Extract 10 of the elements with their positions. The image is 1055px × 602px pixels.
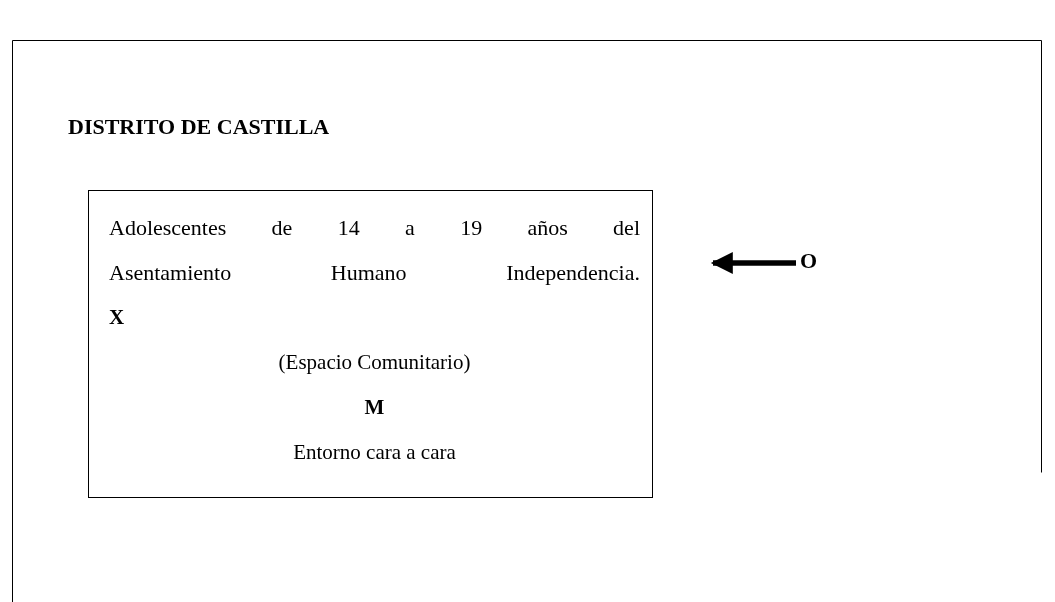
variable-letter: O	[800, 248, 826, 278]
variable-letter: M	[363, 394, 386, 421]
text-paragraph: (Espacio Comunitario)	[277, 349, 472, 376]
text-paragraph: Entorno cara a cara	[292, 439, 457, 466]
text-box	[88, 190, 653, 498]
heading: DISTRITO DE CASTILLA	[68, 114, 330, 140]
text-paragraph: Adolescentes de 14 a 19 años del Asentamiento Humano Independencia.	[109, 214, 640, 287]
arrow	[710, 252, 796, 274]
variable-letter: X	[109, 304, 126, 331]
frame	[12, 40, 1043, 602]
